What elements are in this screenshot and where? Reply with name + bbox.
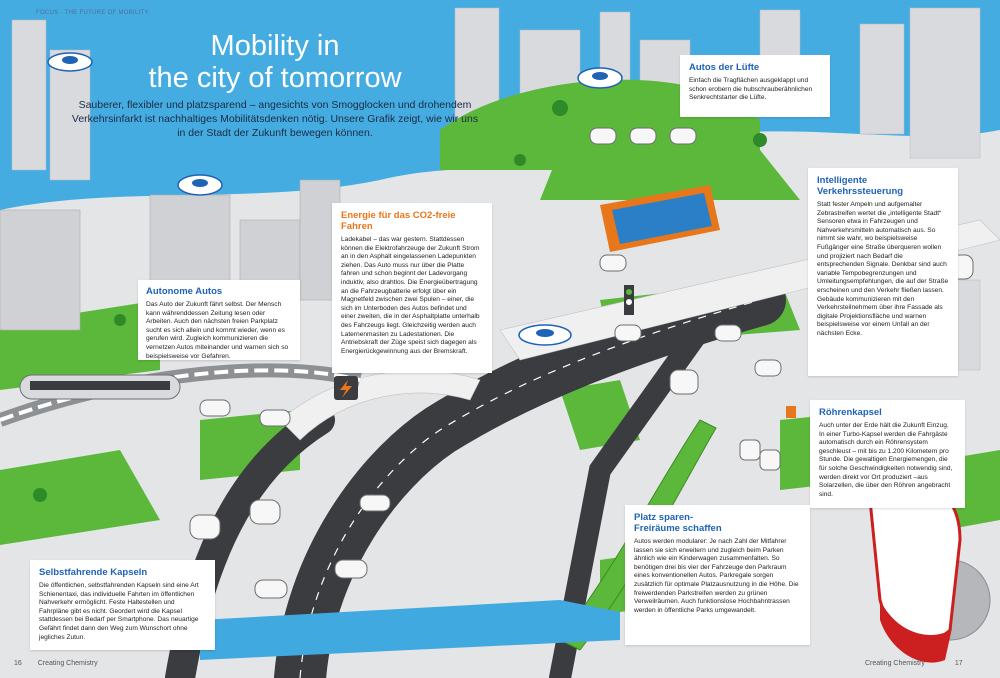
footer-right: Creating Chemistry 17	[865, 660, 963, 667]
page-kicker: FOCUS · THE FUTURE OF MOBILITY	[36, 10, 149, 16]
title-line-1: Mobility in	[210, 30, 340, 62]
title-line-2: the city of tomorrow	[148, 62, 402, 94]
page-title: Mobility in the city of tomorrow	[110, 30, 440, 94]
info-box-autos-der-luefte: Autos der Lüfte Einfach die Tragflächen …	[680, 55, 830, 117]
info-box-platz-sparen: Platz sparen- Freiräume schaffen Autos w…	[625, 505, 810, 645]
info-box-title: Selbstfahrende Kapseln	[39, 567, 148, 578]
info-box-title: Autonome Autos	[146, 286, 223, 297]
info-box-text: Auch unter der Erde hält die Zukunft Ein…	[819, 422, 953, 498]
info-box-text: Statt fester Ampeln und aufgemalter Zebr…	[817, 201, 949, 337]
info-box-title: Platz sparen- Freiräume schaffen	[634, 512, 722, 534]
page-lead: Sauberer, flexibler und platzsparend – a…	[71, 99, 479, 139]
page-number-right: 17	[954, 660, 963, 667]
info-box-text: Die öffentlichen, selbstfahrenden Kapsel…	[39, 582, 199, 641]
footer-left: 16 Creating Chemistry	[14, 660, 98, 667]
info-box-title: Intelligente Verkehrssteuerung	[817, 175, 904, 197]
footer-label-right: Creating Chemistry	[865, 660, 925, 667]
info-box-verkehrssteuerung: Intelligente Verkehrssteuerung Statt fes…	[808, 168, 958, 376]
info-box-title: Autos der Lüfte	[689, 62, 760, 73]
footer-label-left: Creating Chemistry	[37, 660, 98, 667]
info-box-title: Röhrenkapsel	[819, 407, 882, 418]
page-number-left: 16	[14, 660, 22, 667]
info-box-text: Das Auto der Zukunft fährt selbst. Der M…	[146, 301, 289, 360]
info-box-text: Autos werden modularer: Je nach Zahl der…	[634, 538, 799, 614]
info-box-text: Einfach die Tragflächen ausgeklappt und …	[689, 77, 813, 102]
info-box-energie: Energie für das CO2-freie Fahren Ladekab…	[332, 203, 492, 373]
info-box-roehrenkapsel: Röhrenkapsel Auch unter der Erde hält di…	[810, 400, 965, 508]
info-box-text: Ladekabel – das war gestern. Stattdessen…	[341, 236, 480, 355]
info-box-kapseln: Selbstfahrende Kapseln Die öffentlichen,…	[30, 560, 215, 650]
info-box-title: Energie für das CO2-freie Fahren	[341, 210, 456, 232]
info-box-autonome-autos: Autonome Autos Das Auto der Zukunft fähr…	[138, 280, 300, 360]
